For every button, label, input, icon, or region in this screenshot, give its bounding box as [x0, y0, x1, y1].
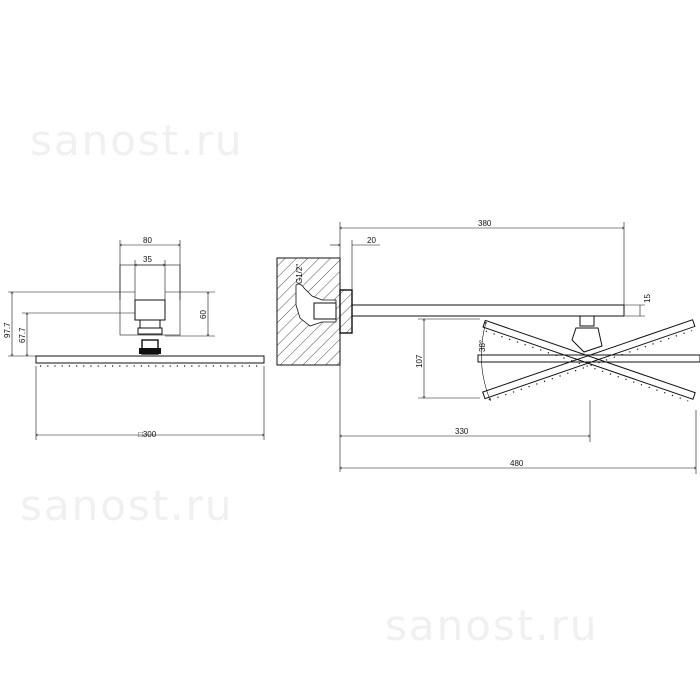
wall-flange	[339, 289, 353, 334]
dim-flange: 20	[367, 236, 376, 245]
dim-block-height: 60	[199, 310, 208, 319]
dim-arm-length: 380	[478, 219, 492, 228]
front-view: 80 35 60 97.7 67.7 □300	[3, 236, 265, 440]
swivel-nut	[579, 315, 595, 327]
dim-height-outer: 97.7	[3, 322, 12, 338]
joint-base	[139, 348, 161, 354]
dim-head-size: □300	[138, 430, 157, 439]
watermark-group: sanost.ru sanost.ru sanost.ru	[20, 116, 599, 650]
dim-height-inner: 67.7	[18, 327, 27, 343]
head-tilted-down	[482, 319, 696, 402]
inlet-fitting	[313, 302, 337, 320]
head-tilted-up	[482, 319, 696, 401]
dim-head-reach: 330	[455, 427, 469, 436]
watermark-bottom: sanost.ru	[385, 601, 599, 650]
swivel-joint	[571, 327, 603, 353]
dim-arm-thickness: 15	[643, 294, 652, 303]
shower-head-plate	[35, 355, 265, 364]
wall-cavity	[295, 283, 337, 327]
wall-block	[134, 299, 166, 321]
nut-upper	[139, 319, 161, 329]
dim-total-reach: 480	[510, 459, 524, 468]
watermark-middle: sanost.ru	[20, 481, 234, 530]
dim-width-inner: 35	[143, 255, 152, 264]
dim-thread: G1/2"	[295, 264, 304, 284]
watermark-top: sanost.ru	[30, 116, 244, 165]
dim-angle: 38°	[478, 340, 487, 352]
angle-arc	[481, 322, 490, 400]
dim-width-outer: 80	[143, 236, 152, 245]
side-view: 38° 380 20 G1/2" 15 107 330 480	[276, 219, 700, 474]
dim-drop: 107	[415, 354, 424, 368]
nut-lower	[137, 327, 163, 335]
